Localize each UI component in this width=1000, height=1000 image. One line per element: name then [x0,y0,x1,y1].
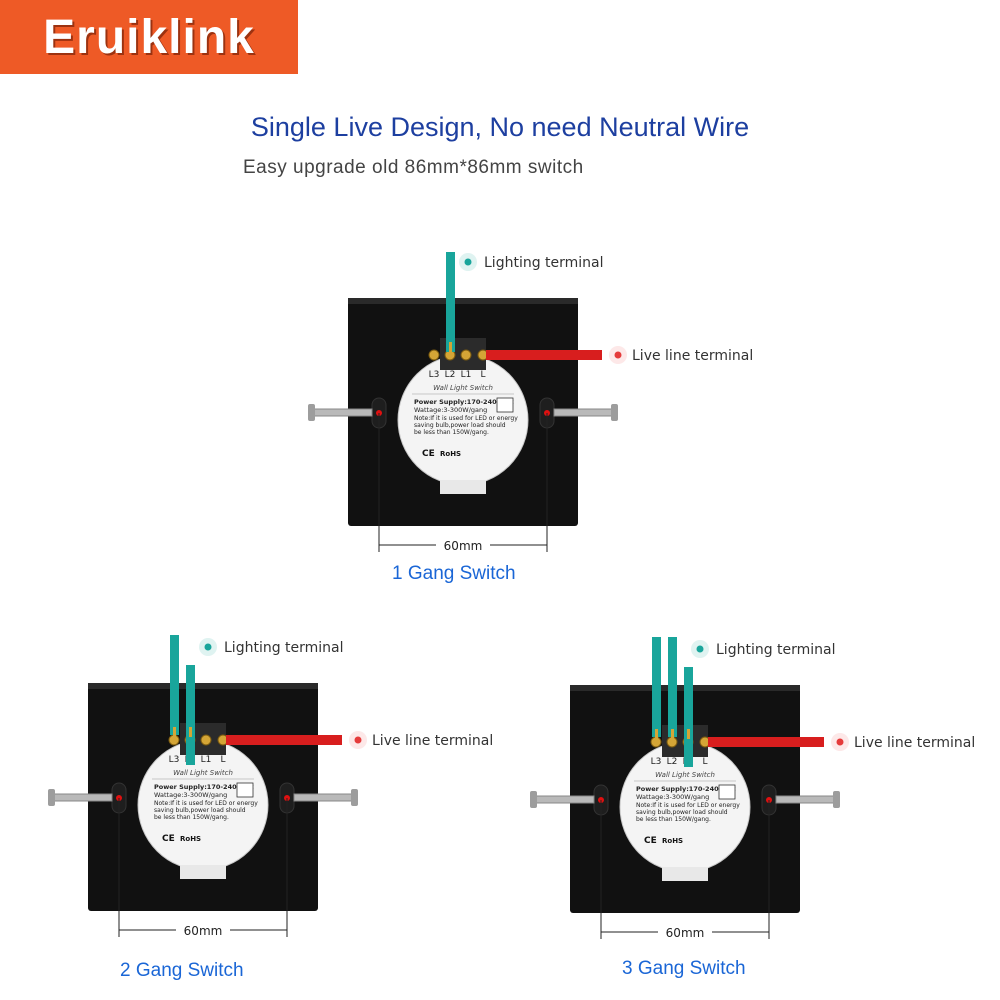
terminal-label-l: L [702,757,707,767]
panel-top-edge [348,298,578,304]
dimension-label: 60mm [666,926,705,940]
lighting-wire-1 [170,635,179,735]
live-callout-label: Live line terminal [372,733,493,749]
ce-mark: CE [644,836,657,846]
terminal-screw-l1 [200,734,212,746]
module-note-text-2: saving bulb,power load should [154,807,246,814]
remote-icon [236,782,254,798]
rohs-mark: RoHS [662,837,683,845]
module-note-text-3: be less than 150W/gang. [414,429,489,436]
live-wire [708,737,824,747]
module-tab [440,480,486,494]
screw-left-head [48,789,55,806]
module-wattage-text: Wattage:3-300W/gang [414,406,487,414]
lighting-callout-label: Lighting terminal [224,640,344,656]
live-wire [226,735,342,745]
panel-top-edge [88,683,318,689]
screw-left-head [308,404,315,421]
lighting-callout-dot [464,258,472,266]
screw-right [293,793,355,802]
lighting-callout-label: Lighting terminal [716,642,836,658]
terminal-label-l3: L3 [651,757,662,767]
screw-right [775,795,837,804]
lighting-callout-dot [696,645,704,653]
module-product-label: Wall Light Switch [433,384,493,392]
lighting-wire-tip-3 [687,729,690,739]
lighting-wire-2 [668,637,677,737]
terminal-label-l3: L3 [169,755,180,765]
dimension-label: 60mm [184,924,223,938]
lighting-wire-tip-2 [189,727,192,737]
screw-right-head [611,404,618,421]
remote-icon [718,784,736,800]
live-wire [486,350,602,360]
screw-right-head [833,791,840,808]
terminal-label-l2: L2 [667,757,678,767]
module-tab [180,865,226,879]
caption-2-gang: 2 Gang Switch [120,960,244,981]
lighting-wire-3 [684,667,693,767]
live-callout-label: Live line terminal [632,348,753,364]
lighting-wire-tip-1 [655,729,658,739]
rohs-mark: RoHS [180,835,201,843]
module-note-text-1: Note:If it is used for LED or energy [414,415,518,422]
module-power-text: Power Supply:170-240V AC [414,398,514,406]
module-note-text-1: Note:If it is used for LED or energy [636,802,740,809]
remote-icon [496,397,514,413]
module-power-text: Power Supply:170-240V AC [636,785,736,793]
brand-logo-text: Eruiklink [43,10,255,64]
live-callout-dot [354,736,362,744]
module-note-text-2: saving bulb,power load should [414,422,506,429]
lighting-wire-1 [652,637,661,737]
terminal-label-l: L [480,370,485,380]
terminal-label-l3: L3 [429,370,440,380]
module-wattage-text: Wattage:3-300W/gang [154,791,227,799]
brand-logo: Eruiklink [0,0,298,74]
module-note-text-2: saving bulb,power load should [636,809,728,816]
screw-right-head [351,789,358,806]
lighting-callout-label: Lighting terminal [484,255,604,271]
module-product-label: Wall Light Switch [655,771,715,779]
lighting-wire-tip-1 [449,342,452,352]
live-callout-dot [836,738,844,746]
caption-1-gang: 1 Gang Switch [392,563,516,584]
module-note-text-1: Note:If it is used for LED or energy [154,800,258,807]
ce-mark: CE [162,834,175,844]
caption-3-gang: 3 Gang Switch [622,958,746,979]
module-power-text: Power Supply:170-240V AC [154,783,254,791]
module-note-text-3: be less than 150W/gang. [636,816,711,823]
terminal-label-l1: L1 [201,755,212,765]
lighting-wire-2 [186,665,195,765]
screw-left [51,793,113,802]
live-callout-dot [614,351,622,359]
dimension-label: 60mm [444,539,483,553]
screw-left-head [530,791,537,808]
screw-left [311,408,373,417]
lighting-callout-dot [204,643,212,651]
screw-left [533,795,595,804]
ce-mark: CE [422,449,435,459]
screw-right [553,408,615,417]
terminal-label-l1: L1 [461,370,472,380]
terminal-label-l: L [220,755,225,765]
module-wattage-text: Wattage:3-300W/gang [636,793,709,801]
module-note-text-3: be less than 150W/gang. [154,814,229,821]
module-product-label: Wall Light Switch [173,769,233,777]
lighting-wire-tip-1 [173,727,176,737]
headline-title: Single Live Design, No need Neutral Wire [250,112,750,142]
lighting-wire-tip-2 [671,729,674,739]
terminal-screw-l3 [428,349,440,361]
module-tab [662,867,708,881]
terminal-screw-l1 [460,349,472,361]
live-callout-label: Live line terminal [854,735,975,751]
headline-subtitle: Easy upgrade old 86mm*86mm switch [243,157,584,178]
rohs-mark: RoHS [440,450,461,458]
terminal-label-l2: L2 [445,370,456,380]
lighting-wire-1 [446,252,455,352]
